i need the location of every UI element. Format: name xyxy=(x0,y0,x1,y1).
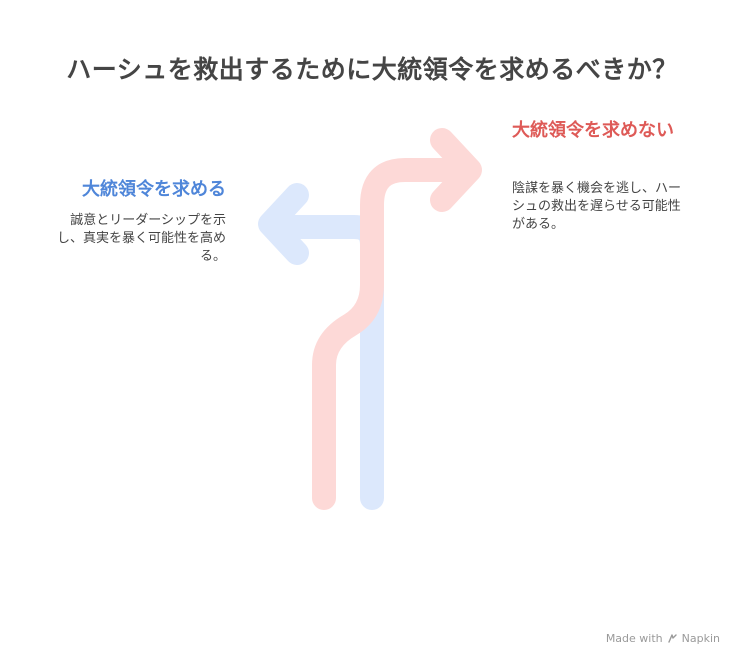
option-left-description: 誠意とリーダーシップを示し、真実を暴く可能性を高める。 xyxy=(56,213,226,264)
napkin-logo-icon xyxy=(667,633,678,644)
option-right-description: 陰謀を暴く機会を逃し、ハーシュの救出を遅らせる可能性がある。 xyxy=(512,181,682,232)
page-title: ハーシュを救出するために大統領令を求めるべきか？ xyxy=(66,55,678,84)
option-right-heading: 大統領令を求めない xyxy=(512,120,674,141)
footer-attribution: Made with Napkin xyxy=(606,632,720,645)
footer-brand: Napkin xyxy=(681,632,720,645)
right-arrow xyxy=(312,128,482,510)
footer-made-with: Made with xyxy=(605,632,663,645)
option-left-heading: 大統領令を求める xyxy=(82,179,226,200)
